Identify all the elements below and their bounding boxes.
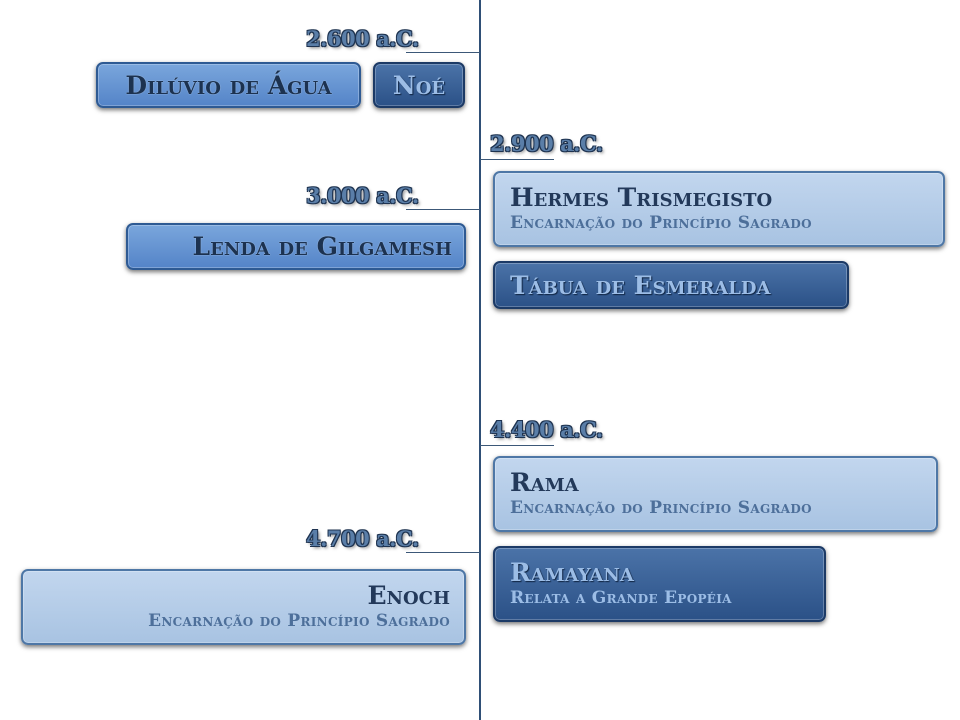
timeline-axis [479, 0, 481, 720]
date-label-2900: 2.900 a.C. [490, 131, 603, 156]
date-label-2600: 2.600 a.C. [306, 26, 419, 51]
event-ramayana: Ramayana Relata a Grande Epopéia [493, 546, 826, 622]
date-label-3000: 3.000 a.C. [306, 183, 419, 208]
date-tick-3000 [406, 209, 480, 210]
date-label-4400: 4.400 a.C. [490, 417, 603, 442]
event-lenda-de-gilgamesh: Lenda de Gilgamesh [126, 223, 466, 270]
event-tabua-de-esmeralda: Tábua de Esmeralda [493, 261, 849, 309]
event-hermes-trismegisto: Hermes Trismegisto Encarnação do Princíp… [493, 171, 945, 247]
event-subtitle: Encarnação do Princípio Sagrado [510, 213, 812, 233]
event-title: Lenda de Gilgamesh [192, 232, 452, 261]
event-title: Hermes Trismegisto [510, 183, 773, 212]
event-subtitle: Relata a Grande Epopéia [510, 588, 732, 608]
date-tick-4400 [480, 445, 554, 446]
event-title: Dilúvio de Água [125, 70, 332, 100]
event-title: Rama [510, 468, 579, 497]
date-label-4700: 4.700 a.C. [306, 526, 419, 551]
event-title: Noé [392, 70, 446, 100]
event-subtitle: Encarnação do Princípio Sagrado [148, 611, 450, 631]
event-title: Tábua de Esmeralda [510, 270, 771, 300]
date-tick-2900 [480, 159, 554, 160]
event-subtitle: Encarnação do Princípio Sagrado [510, 498, 812, 518]
date-tick-4700 [406, 552, 480, 553]
date-tick-2600 [406, 52, 480, 53]
event-enoch: Enoch Encarnação do Princípio Sagrado [21, 569, 466, 645]
event-title: Enoch [367, 581, 450, 610]
event-diluvio-de-agua: Dilúvio de Água [96, 62, 361, 108]
event-title: Ramayana [510, 558, 634, 587]
event-rama: Rama Encarnação do Princípio Sagrado [493, 456, 938, 532]
event-noe: Noé [373, 62, 465, 108]
